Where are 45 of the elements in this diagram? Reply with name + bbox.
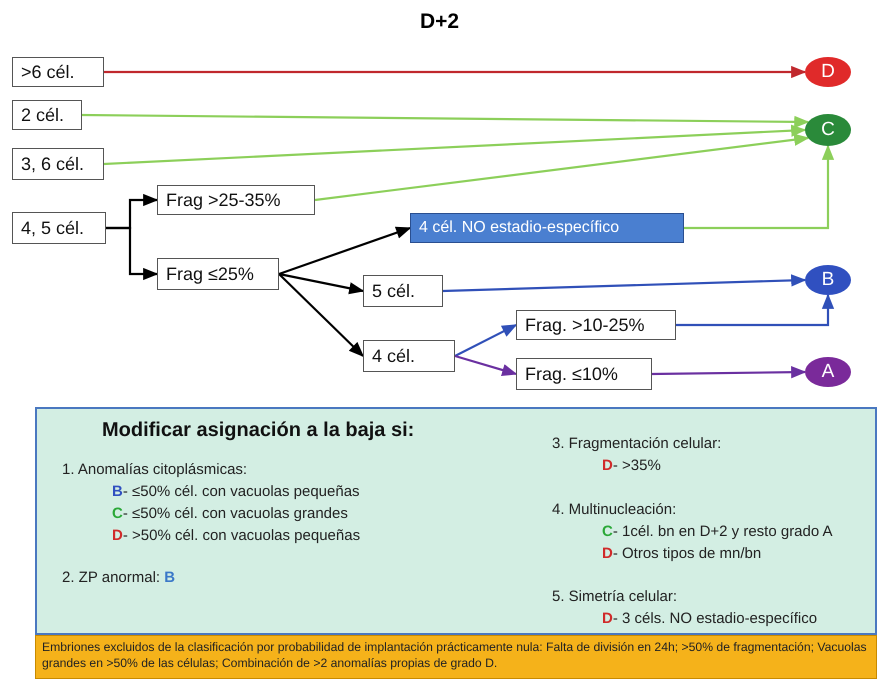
criterion-box: 3, 6 cél. [12, 148, 104, 180]
arrow [104, 66, 807, 78]
criterion-box: 2 cél. [12, 100, 82, 130]
criterion-text: C- 1cél. bn en D+2 y resto grado A [602, 523, 833, 540]
panel-heading: Modificar asignación a la baja si: [102, 419, 414, 442]
grade-circle: A [805, 357, 851, 387]
criterion-box: 4 cél. [363, 340, 455, 372]
criterion-box: Frag ≤25% [157, 258, 279, 290]
criterion-text: D- >35% [602, 457, 661, 474]
criterion-box: >6 cél. [12, 57, 104, 87]
criterion-box: 5 cél. [363, 275, 443, 307]
arrow [82, 114, 810, 128]
criterion-box: Frag. >10-25% [516, 310, 676, 340]
grade-circle: B [805, 265, 851, 295]
grade-circle: C [805, 114, 851, 146]
arrow [454, 324, 518, 357]
criterion-box: Frag >25-35% [157, 185, 315, 215]
arrow [278, 226, 412, 276]
criterion-text: B- ≤50% cél. con vacuolas pequeñas [112, 483, 360, 500]
arrow [314, 134, 810, 202]
criterion-text: D- 3 céls. NO estadio-específico [602, 610, 818, 627]
criterion-text: 5. Simetría celular: [552, 588, 678, 605]
criterion-text: C- ≤50% cél. con vacuolas grandes [112, 505, 348, 522]
diagram-title: D+2 [418, 10, 460, 34]
criterion-box: Frag. ≤10% [516, 358, 652, 390]
criterion-text: D- Otros tipos de mn/bn [602, 545, 762, 562]
arrow [676, 293, 834, 326]
arrow [684, 144, 834, 230]
arrow [106, 226, 159, 280]
arrow [104, 124, 807, 166]
criterion-text: 1. Anomalías citoplásmicas: [62, 461, 248, 478]
criterion-text: 2. ZP anormal: B [62, 569, 176, 586]
note-panel [35, 407, 877, 635]
arrow [454, 354, 518, 376]
criterion-text: 3. Fragmentación celular: [552, 435, 722, 452]
arrow [652, 366, 807, 378]
arrow [442, 274, 807, 292]
criterion-text: 4. Multinucleación: [552, 501, 676, 518]
exclusion-note: Embriones excluidos de la clasificación por probabilidad de implantación prácticamente nula: Falta de división en 24h; >50% de fragmentación; Vacuolas grandes en >50% de las células; Combinación de >2 anomalías propias de grado D. [35, 635, 877, 679]
grade-circle: D [805, 57, 851, 87]
arrow [278, 272, 364, 294]
criterion-box: 4, 5 cél. [12, 212, 106, 244]
criterion-box: 4 cél. NO estadio-específico [410, 213, 684, 243]
criterion-text: D- >50% cél. con vacuolas pequeñas [112, 527, 360, 544]
arrow [278, 273, 364, 358]
